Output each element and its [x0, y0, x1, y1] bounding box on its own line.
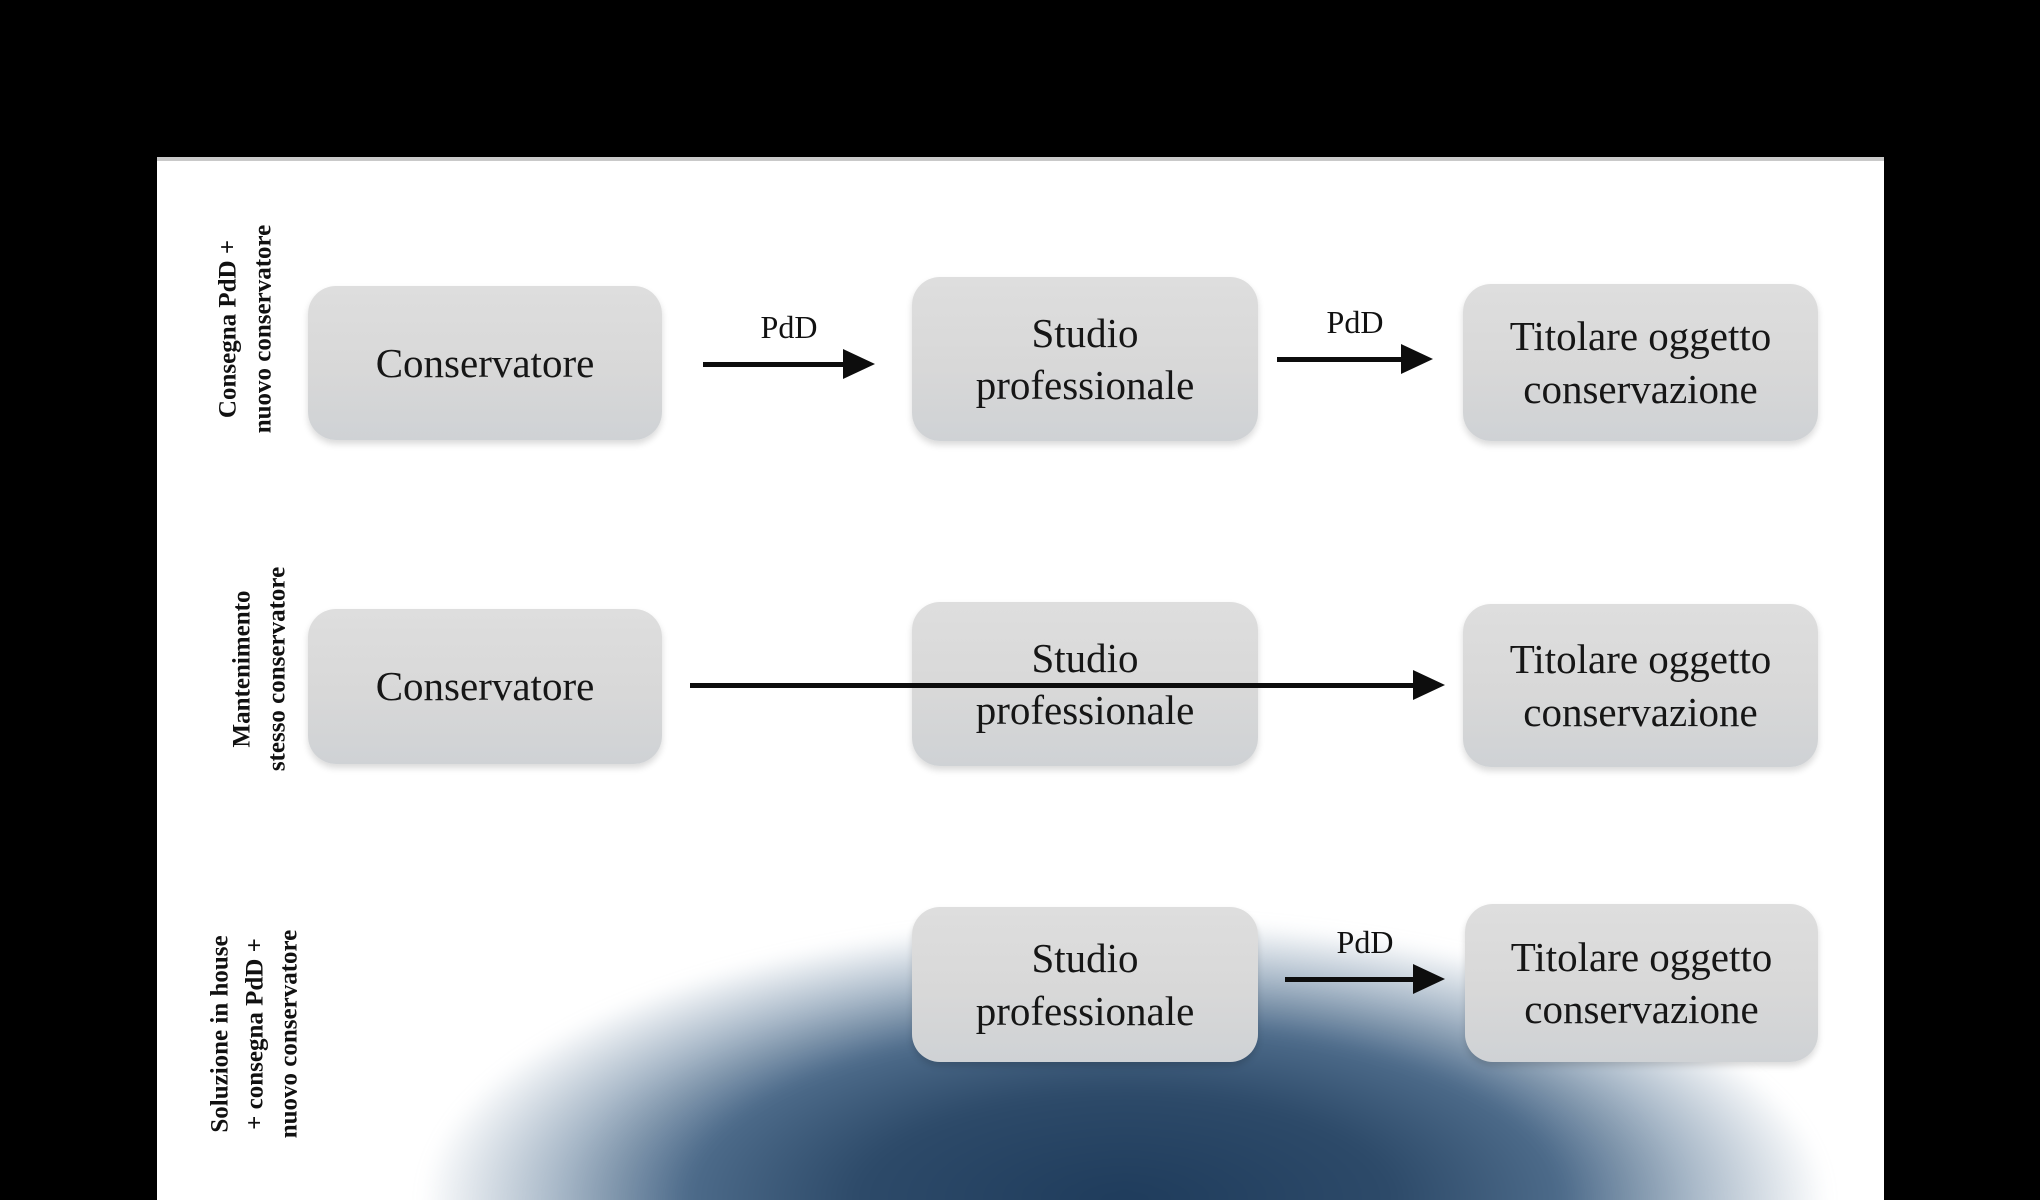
row1-arrow2 [1277, 344, 1433, 374]
row1-arrow1-label: PdD [760, 309, 818, 345]
arrow-shaft [703, 361, 843, 367]
row2-arrow [690, 670, 1445, 700]
row2-label: Mantenimento stesso conservatore [228, 566, 291, 772]
row3-box-studio: Studio professionale [912, 907, 1258, 1062]
row3-box-titolare: Titolare oggetto conservazione [1465, 904, 1818, 1062]
row2-box-conservatore: Conservatore [308, 609, 662, 764]
arrow-shaft [690, 682, 1413, 688]
row2-box-titolare: Titolare oggetto conservazione [1463, 604, 1818, 767]
arrow-head-icon [1413, 964, 1445, 994]
arrow-head-icon [843, 349, 875, 379]
row1-box-titolare: Titolare oggetto conservazione [1463, 284, 1818, 441]
row1-arrow2-label: PdD [1326, 304, 1384, 340]
row1-label: Consegna PdD + nuovo conservatore [214, 224, 277, 434]
row3-arrow [1285, 964, 1445, 994]
row1-box-studio: Studio professionale [912, 277, 1258, 441]
slide: Consegna PdD + nuovo conservatore Conser… [157, 157, 1884, 1200]
arrow-shaft [1277, 356, 1401, 362]
arrow-head-icon [1401, 344, 1433, 374]
row1-box-conservatore: Conservatore [308, 286, 662, 440]
row3-label: Soluzione in house + consegna PdD + nuov… [206, 929, 303, 1139]
row3-arrow-label: PdD [1336, 924, 1394, 960]
arrow-head-icon [1413, 670, 1445, 700]
row1-arrow1 [703, 349, 875, 379]
arrow-shaft [1285, 976, 1413, 982]
